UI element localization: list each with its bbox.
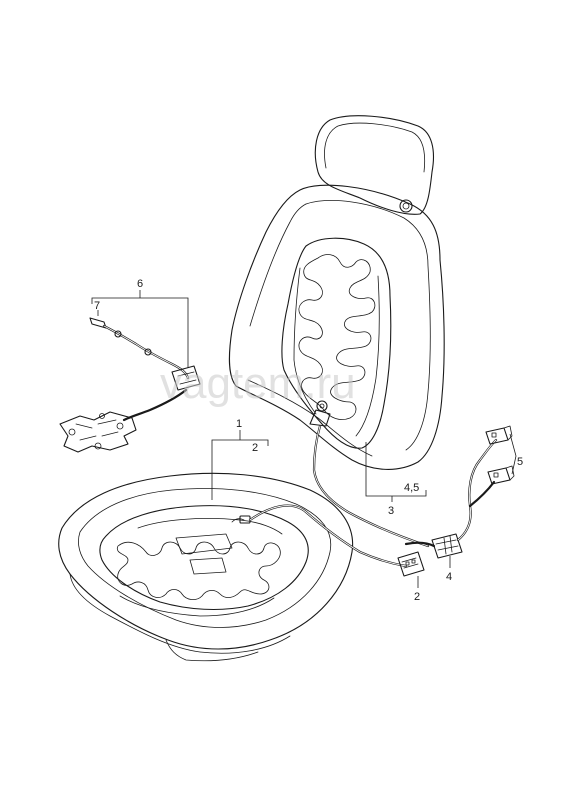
- backrest-heating-element: [298, 254, 376, 420]
- seat-heating-mat: [99, 505, 309, 611]
- backrest-group: [228, 115, 445, 470]
- callout-label-2-connector: 2: [414, 591, 420, 603]
- backrest-outline: [228, 184, 445, 470]
- sensor-mat: [59, 411, 137, 453]
- seat-cushion-outline: [58, 472, 354, 650]
- backrest-heating-mat: [281, 237, 392, 449]
- harness-seat-lead: [248, 504, 408, 568]
- sensor-control-unit: [171, 365, 201, 391]
- sensor-assembly: [59, 317, 201, 453]
- wiring-harness: [248, 424, 515, 577]
- headrest-inner: [324, 122, 426, 173]
- harness-to-item5: [456, 438, 498, 542]
- seat-heating-element: [116, 541, 281, 600]
- callout-label-3: 3: [388, 505, 394, 517]
- callout-label-2-seat: 2: [252, 442, 258, 454]
- connector-5-lower: [487, 465, 515, 485]
- backrest-mat-connector: [316, 400, 328, 412]
- seat-cushion-group: [58, 472, 354, 662]
- callout-6: 6: [91, 278, 189, 368]
- headrest-guide-hole: [399, 199, 413, 213]
- callout-5: 5: [509, 433, 523, 475]
- connector-5-upper: [485, 425, 513, 445]
- callout-1-2: 1 2: [211, 418, 269, 500]
- watermark: vagtem.ru: [160, 359, 356, 408]
- callout-3-45: 4,5 3: [365, 442, 427, 517]
- callout-4: 4: [446, 556, 452, 583]
- seat-mat-connector: [239, 515, 251, 524]
- callout-label-6: 6: [137, 278, 143, 290]
- callout-label-1: 1: [236, 418, 242, 430]
- callout-label-4: 4: [446, 571, 452, 583]
- connector-2: [397, 551, 425, 577]
- headrest: [314, 115, 435, 215]
- callout-2-connector: 2: [414, 576, 420, 603]
- callout-7: 7: [94, 300, 100, 316]
- callout-label-4-5: 4,5: [404, 482, 419, 494]
- callout-label-7: 7: [94, 300, 100, 312]
- callout-label-5: 5: [517, 456, 523, 468]
- connector-4: [431, 533, 463, 559]
